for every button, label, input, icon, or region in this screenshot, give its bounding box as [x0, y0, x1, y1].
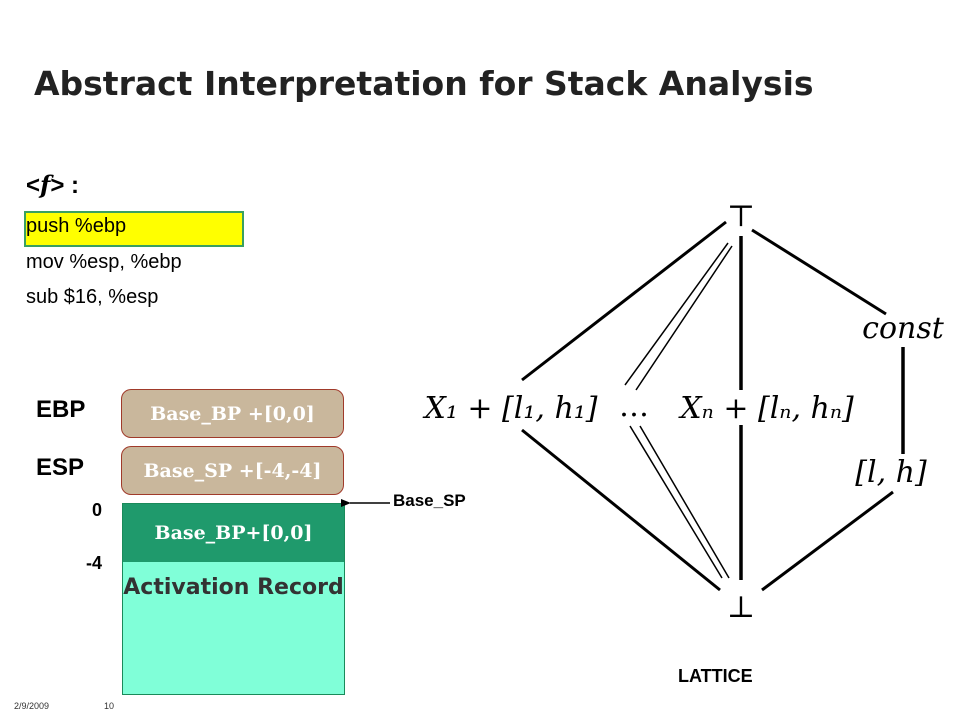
- function-open: <: [26, 172, 41, 199]
- edge-interval-bottom: [761, 490, 894, 592]
- base-sp-pointer-label: Base_SP: [393, 491, 466, 510]
- lattice-x1: X₁ + [l₁, h₁]: [422, 391, 597, 426]
- ebp-value-box: Base_BP +[0,0]: [121, 389, 344, 438]
- code-line-mov: mov %esp, %ebp: [26, 251, 182, 273]
- edge-dots-bottom-b: [639, 425, 730, 579]
- lattice-dots: …: [619, 389, 649, 424]
- edge-top-dots-a: [624, 242, 729, 386]
- esp-label: ESP: [36, 454, 85, 481]
- ebp-label: EBP: [36, 396, 86, 423]
- edge-top-dots-b: [635, 245, 733, 391]
- lattice-interval: [l, h]: [855, 455, 927, 490]
- lattice-xn: Xₙ + [lₙ, hₙ]: [678, 391, 854, 426]
- activation-record: Base_BP+[0,0] Activation Record: [122, 503, 345, 695]
- ebp-value: Base_BP +[0,0]: [150, 402, 315, 425]
- highlight-box: [24, 211, 244, 247]
- function-close: >: [50, 172, 65, 199]
- lattice-caption: LATTICE: [678, 666, 753, 686]
- function-name: f: [40, 170, 51, 199]
- function-suffix: :: [64, 172, 80, 199]
- edge-x1-bottom: [521, 428, 721, 592]
- esp-value-box: Base_SP +[-4,-4]: [121, 446, 344, 495]
- edge-top-const: [751, 228, 887, 316]
- stack-top-cell: Base_BP+[0,0]: [123, 504, 344, 562]
- code-line-sub: sub $16, %esp: [26, 286, 159, 308]
- offset-minus-four: -4: [86, 553, 103, 573]
- lattice-const: const: [862, 311, 945, 346]
- edge-top-x1: [521, 220, 727, 382]
- edge-dots-bottom-a: [629, 425, 723, 579]
- esp-value: Base_SP +[-4,-4]: [143, 459, 322, 482]
- function-label: <f> :: [26, 170, 79, 200]
- lattice-top: ⊤: [727, 199, 755, 234]
- footer-page: 10: [104, 701, 115, 711]
- offset-zero: 0: [92, 500, 103, 520]
- footer-date: 2/9/2009: [14, 701, 50, 711]
- stack-top-cell-text: Base_BP+[0,0]: [154, 522, 313, 544]
- code-line-push: push %ebp: [26, 215, 127, 237]
- lattice-bottom: ⊥: [727, 590, 755, 625]
- slide-title: Abstract Interpretation for Stack Analys…: [34, 64, 814, 103]
- activation-record-label: Activation Record: [123, 575, 344, 600]
